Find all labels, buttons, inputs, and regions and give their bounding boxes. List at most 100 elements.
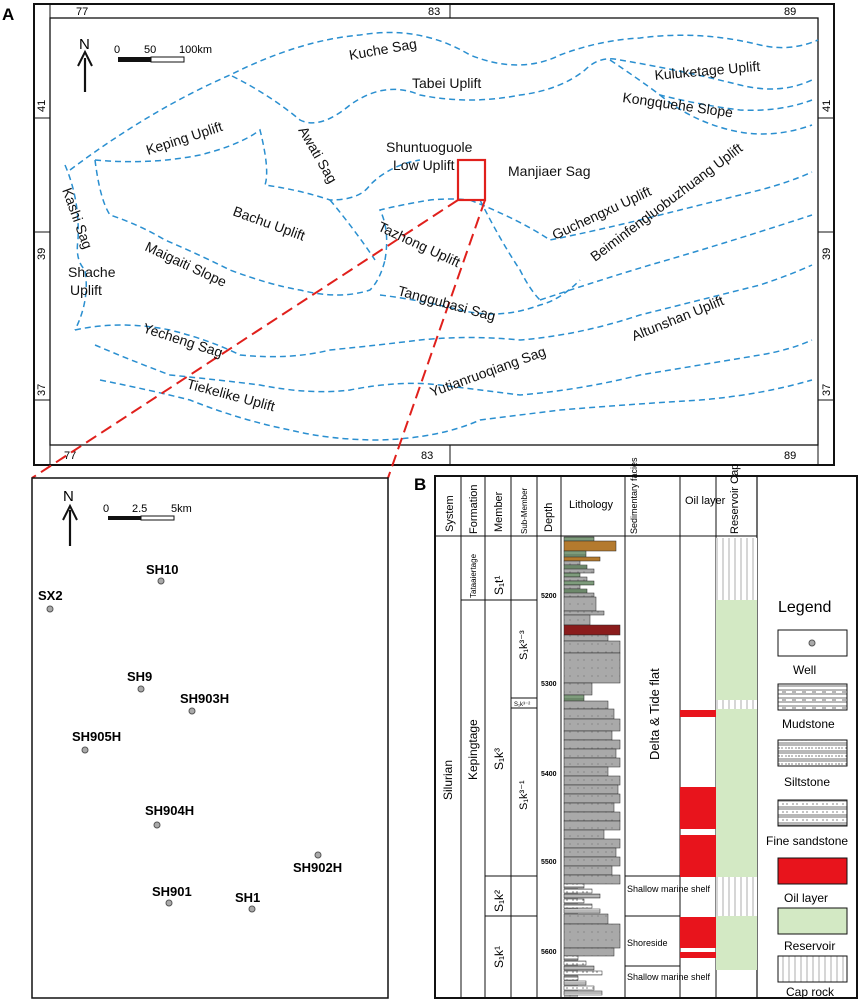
lithology-bar xyxy=(563,730,613,741)
facies-shallow-shelf-upper: Shallow marine shelf xyxy=(627,884,711,894)
depth-5600: 5600 xyxy=(541,949,557,956)
strat-headers: System Formation Member Sub-Member Depth… xyxy=(444,457,741,534)
strat-units: Silurian Tataaiertage Kepingtage S₁t¹ S₁… xyxy=(441,553,537,968)
lat-tick-left-37: 37 xyxy=(36,384,48,396)
study-area-rectangle xyxy=(456,158,487,202)
facies-shoreside: Shoreside xyxy=(627,938,668,948)
lithology-bar xyxy=(563,718,621,732)
lithology-bar xyxy=(563,576,588,582)
well-label: SH903H xyxy=(180,691,229,706)
legend-label-well: Well xyxy=(793,663,816,677)
unit-tabei-uplift: Tabei Uplift xyxy=(412,75,481,91)
scale-bar-inset: 0 2.5 5km xyxy=(103,503,192,521)
formation-tataaiertage: Tataaiertage xyxy=(469,553,478,598)
lithology-bar xyxy=(563,560,581,566)
well-marker xyxy=(81,746,89,754)
legend-title: Legend xyxy=(778,599,831,616)
header-oil-layer: Oil layer xyxy=(685,495,726,507)
header-system: System xyxy=(444,495,456,532)
lithology-bar xyxy=(563,708,615,720)
lon-tick-bottom-77: 77 xyxy=(64,450,76,462)
well-marker xyxy=(248,905,256,913)
member-s1t1: S₁t¹ xyxy=(492,576,506,595)
well-marker xyxy=(46,605,54,613)
lithology-bar-brown xyxy=(563,556,601,562)
lithology-bar xyxy=(563,965,595,971)
lithology-bar xyxy=(563,923,621,949)
depth-5300: 5300 xyxy=(541,681,557,688)
lithology-bar xyxy=(563,829,605,840)
legend-swatch-cap-rock xyxy=(777,955,848,983)
legend-label-cap-rock: Cap rock xyxy=(786,985,835,999)
facies-delta-tide-flat: Delta & Tide flat xyxy=(647,668,662,760)
scale-a-end: 100km xyxy=(179,44,212,56)
lithology-bar xyxy=(563,536,595,542)
header-lithology: Lithology xyxy=(569,499,614,511)
facies-column: Delta & Tide flat Shallow marine shelf S… xyxy=(625,668,711,982)
unit-shuntuoguole: Shuntuoguole xyxy=(386,139,473,155)
scale-bar-a: 0 50 100km xyxy=(114,44,212,63)
lat-tick-right-37: 37 xyxy=(821,384,833,396)
lithology-bar xyxy=(563,947,615,957)
legend-label-siltstone: Siltstone xyxy=(784,775,830,789)
formation-kepingtage: Kepingtage xyxy=(466,719,480,780)
lithology-bar xyxy=(563,584,581,590)
lithology-bar xyxy=(563,980,587,986)
lithology-bar xyxy=(563,975,579,981)
north-arrow-a: N xyxy=(77,36,93,92)
lithology-bar xyxy=(563,550,587,558)
unit-shache-uplift: Uplift xyxy=(70,282,102,298)
legend-swatch-mudstone xyxy=(777,683,848,711)
lithology-bar xyxy=(563,856,621,867)
latitude-ticks: 41 39 37 41 39 37 xyxy=(34,100,834,401)
lithology-bar xyxy=(563,793,621,804)
member-s1k3: S₁k³ xyxy=(492,748,506,770)
lithology-bar xyxy=(563,610,605,616)
sub-member-s1k3-2: S₁k³⁻² xyxy=(514,702,530,708)
lithology-bar xyxy=(563,652,621,684)
lithology-bar xyxy=(563,634,609,642)
depth-5500: 5500 xyxy=(541,859,557,866)
panel-b-letter: B xyxy=(414,475,426,494)
lithology-bar xyxy=(563,802,615,813)
lithology-bar xyxy=(563,985,595,991)
header-sub-member: Sub-Member xyxy=(520,487,529,534)
north-label-a: N xyxy=(79,36,90,53)
lithology-bar xyxy=(563,847,617,858)
panel-a-outer-frame xyxy=(33,3,835,466)
reservoir-cap-column xyxy=(716,538,757,970)
member-s1k1: S₁k¹ xyxy=(492,946,506,968)
lithology-bar xyxy=(563,838,621,849)
inset-frame xyxy=(31,477,389,999)
scale-a-zero: 0 xyxy=(114,44,120,56)
lithology-bar xyxy=(563,913,609,925)
longitude-ticks: 77 83 89 77 83 89 xyxy=(49,4,819,465)
lithology-bar xyxy=(563,908,601,914)
well-marker xyxy=(137,685,145,693)
member-s1k2: S₁k² xyxy=(492,890,506,912)
well-label: SH9 xyxy=(127,669,152,684)
lithology-bar xyxy=(563,820,621,831)
panel-a-letter: A xyxy=(2,5,14,24)
lon-tick-top-89: 89 xyxy=(784,6,796,18)
well-marker xyxy=(188,707,196,715)
system-silurian: Silurian xyxy=(441,760,455,800)
header-sedimentary-facies: Sedimentary facies xyxy=(629,457,639,534)
lithology-bar-dark-red xyxy=(563,624,621,636)
well-marker xyxy=(165,899,173,907)
legend-swatch-siltstone xyxy=(777,739,848,767)
lithology-bar xyxy=(563,640,621,654)
north-label-inset: N xyxy=(63,488,74,505)
lithology-log xyxy=(563,536,621,997)
legend-label-reservoir: Reservoir xyxy=(784,939,835,953)
header-depth: Depth xyxy=(543,503,555,532)
well-marker xyxy=(157,577,165,585)
lithology-bar-brown xyxy=(563,540,617,552)
unit-manjiaer-sag: Manjiaer Sag xyxy=(508,163,591,179)
north-arrow-inset: N xyxy=(62,488,78,546)
legend-swatch-reservoir xyxy=(777,907,848,935)
lithology-bar xyxy=(563,865,613,876)
lithology-bar xyxy=(563,811,621,822)
depth-ticks: 5200 5300 5400 5500 5600 xyxy=(541,593,557,956)
